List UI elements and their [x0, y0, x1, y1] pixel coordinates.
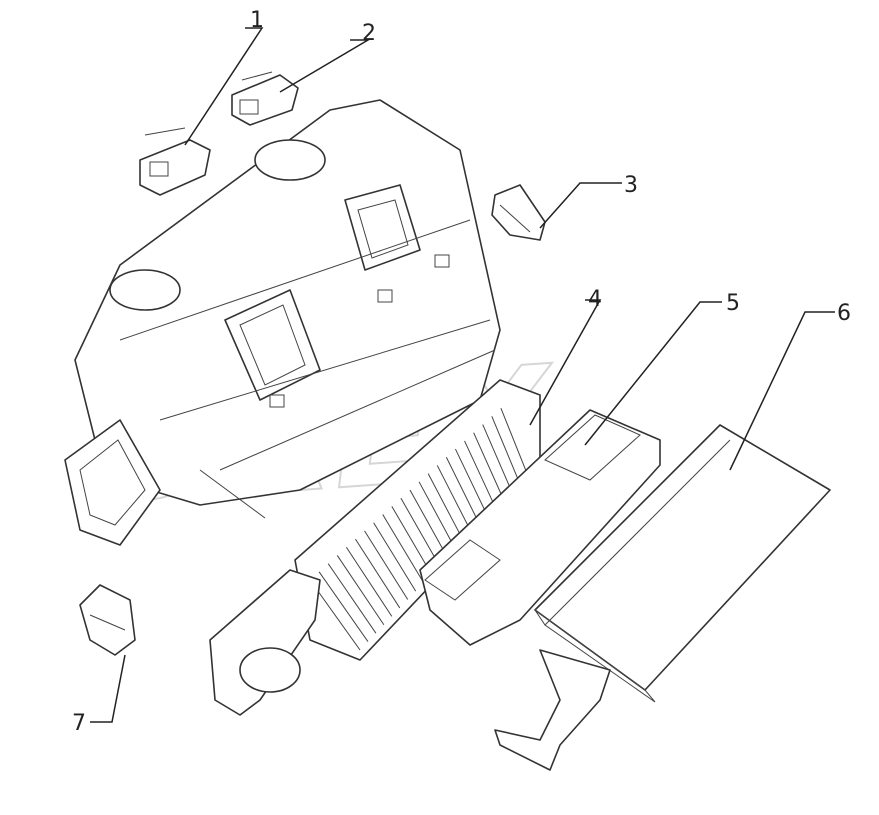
- leader-line-6: [729, 311, 835, 471]
- leader-line-5: [584, 301, 722, 446]
- evaporator-fin: [427, 473, 464, 541]
- evaporator-fin: [318, 571, 369, 642]
- evaporator-fin: [400, 497, 440, 567]
- evaporator-fin: [482, 424, 512, 491]
- callout-4: 4: [588, 287, 602, 312]
- callout-3: 3: [624, 173, 638, 198]
- leader-line-1: [184, 27, 264, 146]
- callout-1: 1: [250, 8, 264, 33]
- evaporator-fin: [455, 448, 488, 516]
- evaporator-fin: [464, 440, 496, 508]
- part-3-actuator[interactable]: [491, 184, 546, 241]
- part-5-case-half[interactable]: [419, 409, 661, 646]
- evaporator-fin: [336, 555, 385, 626]
- leader-line-7: [90, 654, 126, 723]
- evaporator-fin: [418, 481, 456, 550]
- evaporator-fin: [473, 432, 504, 499]
- callout-6: 6: [837, 301, 851, 326]
- callout-7: 7: [72, 711, 86, 736]
- evaporator-fin: [373, 522, 417, 592]
- part-1-actuator[interactable]: [139, 127, 211, 196]
- part-2-actuator[interactable]: [231, 71, 299, 126]
- evaporator-fin: [327, 563, 377, 634]
- leader-line-3: [539, 182, 622, 229]
- evaporator-fin: [436, 465, 472, 533]
- part-4-evaporator-core[interactable]: [209, 379, 541, 716]
- callout-5: 5: [726, 291, 740, 316]
- evaporator-fin: [445, 457, 480, 525]
- part-7-actuator[interactable]: [79, 584, 136, 656]
- evaporator-fin: [391, 506, 433, 575]
- evaporator-fin: [345, 546, 393, 617]
- evaporator-fin: [409, 489, 448, 558]
- leader-line-2: [279, 39, 371, 93]
- callout-2: 2: [362, 21, 376, 46]
- evaporator-fin: [382, 514, 425, 583]
- evaporator-fin: [355, 538, 401, 609]
- hvac-housing-assembly[interactable]: [64, 99, 501, 546]
- evaporator-fin: [500, 407, 528, 474]
- part-6-heater-core[interactable]: [494, 424, 831, 771]
- leader-line-4: [529, 299, 602, 426]
- evaporator-fin: [491, 416, 520, 483]
- evaporator-fin: [364, 530, 409, 600]
